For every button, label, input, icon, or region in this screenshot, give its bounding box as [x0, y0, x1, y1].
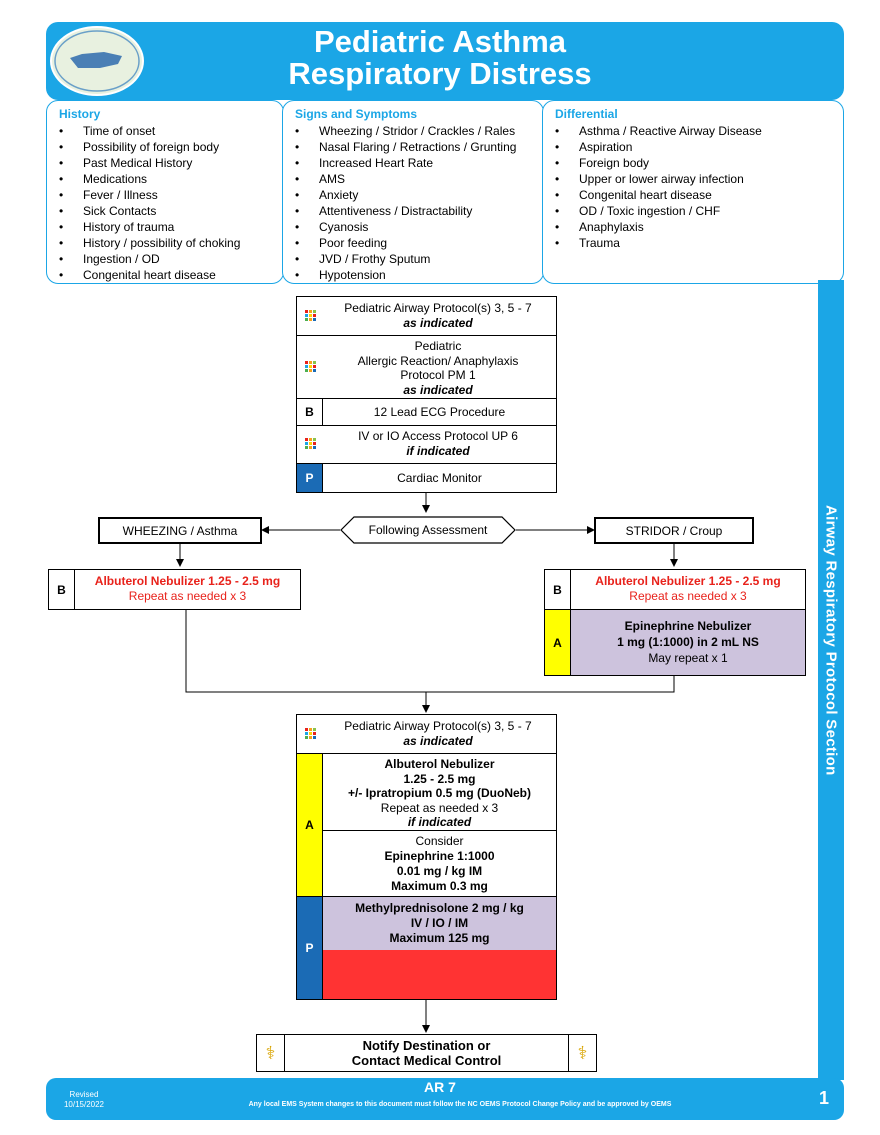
differential-item: Asthma / Reactive Airway Disease	[555, 123, 843, 139]
level-b-badge: B	[545, 570, 571, 609]
signs-item: Nasal Flaring / Retractions / Grunting	[295, 139, 543, 155]
footer-bar	[46, 1078, 844, 1120]
history-item: Ingestion / OD	[59, 251, 283, 267]
airway-protocol-row[interactable]: Pediatric Airway Protocol(s) 3, 5 - 7 as…	[297, 297, 556, 336]
wheezing-albuterol-box[interactable]: B Albuterol Nebulizer 1.25 - 2.5 mg Repe…	[48, 569, 301, 610]
wheezing-branch[interactable]: WHEEZING / Asthma	[98, 517, 262, 544]
ecg-procedure-row[interactable]: B 12 Lead ECG Procedure	[297, 399, 556, 426]
airway-protocol-row[interactable]: Pediatric Airway Protocol(s) 3, 5 - 7 as…	[297, 715, 556, 754]
assessment-label: Following Assessment	[368, 523, 488, 537]
signs-item: Wheezing / Stridor / Crackles / Rales	[295, 123, 543, 139]
footer-notice: Any local EMS System changes to this doc…	[248, 1101, 672, 1108]
epinephrine-nebulizer-row[interactable]: A Epinephrine Nebulizer 1 mg (1:1000) in…	[545, 610, 805, 675]
header-banner	[46, 22, 844, 100]
history-item: Past Medical History	[59, 155, 283, 171]
allergic-reaction-protocol-row[interactable]: Pediatric Allergic Reaction/ Anaphylaxis…	[297, 336, 556, 399]
section-label: Airway Respiratory Protocol Section	[822, 504, 840, 776]
differential-item: Congenital heart disease	[555, 187, 843, 203]
differential-item: OD / Toxic ingestion / CHF	[555, 203, 843, 219]
methylprednisolone-row[interactable]: Methylprednisolone 2 mg / kg IV / IO / I…	[323, 897, 556, 950]
differential-item: Anaphylaxis	[555, 219, 843, 235]
differential-item: Aspiration	[555, 139, 843, 155]
level-p-badge: P	[297, 464, 323, 492]
signs-list: Wheezing / Stridor / Crackles / RalesNas…	[283, 123, 543, 283]
differential-list: Asthma / Reactive Airway DiseaseAspirati…	[543, 123, 843, 251]
protocol-reference-icon	[305, 361, 317, 373]
assessment-decision	[340, 516, 516, 544]
page-number: 1	[818, 1088, 829, 1108]
differential-item: Foreign body	[555, 155, 843, 171]
protocol-code: AR 7	[424, 1079, 456, 1095]
stridor-treatment-box: B Albuterol Nebulizer 1.25 - 2.5 mg Repe…	[544, 569, 806, 676]
differential-item: Upper or lower airway infection	[555, 171, 843, 187]
signs-item: Hypotension	[295, 267, 543, 283]
differential-panel: Differential Asthma / Reactive Airway Di…	[542, 100, 844, 284]
history-item: Congenital heart disease	[59, 267, 283, 283]
history-panel: History Time of onsetPossibility of fore…	[46, 100, 284, 284]
protocol-reference-icon	[305, 728, 317, 740]
caduceus-icon: ⚕	[568, 1035, 596, 1071]
cardiac-monitor-row: P Cardiac Monitor	[297, 464, 556, 492]
escalation-box: Pediatric Airway Protocol(s) 3, 5 - 7 as…	[296, 714, 557, 1000]
nc-oems-seal-logo	[50, 26, 144, 96]
page-title: Pediatric Asthma Respiratory Distress	[288, 24, 592, 91]
signs-item: AMS	[295, 171, 543, 187]
level-p-badge: P	[297, 897, 323, 999]
signs-item: Increased Heart Rate	[295, 155, 543, 171]
notify-destination-box[interactable]: ⚕ Notify Destination or Contact Medical …	[256, 1034, 597, 1072]
history-item: Possibility of foreign body	[59, 139, 283, 155]
signs-item: JVD / Frothy Sputum	[295, 251, 543, 267]
revision-info: Revised 10/15/2022	[63, 1090, 105, 1109]
protocol-reference-icon	[305, 310, 317, 322]
stridor-branch[interactable]: STRIDOR / Croup	[594, 517, 754, 544]
initial-care-box: Pediatric Airway Protocol(s) 3, 5 - 7 as…	[296, 296, 557, 493]
signs-item: Poor feeding	[295, 235, 543, 251]
signs-panel: Signs and Symptoms Wheezing / Stridor / …	[282, 100, 544, 284]
history-heading: History	[59, 107, 101, 121]
red-fill-row	[323, 950, 556, 999]
duoneb-row[interactable]: Albuterol Nebulizer 1.25 - 2.5 mg +/- Ip…	[323, 754, 556, 831]
differential-item: Trauma	[555, 235, 843, 251]
history-item: Time of onset	[59, 123, 283, 139]
history-list: Time of onsetPossibility of foreign body…	[47, 123, 283, 283]
protocol-reference-icon	[305, 438, 317, 450]
level-b-badge: B	[49, 570, 75, 609]
history-item: Medications	[59, 171, 283, 187]
differential-heading: Differential	[555, 107, 618, 121]
level-b-badge: B	[297, 399, 323, 425]
level-a-badge: A	[297, 754, 323, 897]
iv-access-row[interactable]: IV or IO Access Protocol UP 6 if indicat…	[297, 426, 556, 464]
history-item: Fever / Illness	[59, 187, 283, 203]
history-item: History of trauma	[59, 219, 283, 235]
signs-item: Anxiety	[295, 187, 543, 203]
caduceus-icon: ⚕	[257, 1035, 285, 1071]
epinephrine-im-row[interactable]: Consider Epinephrine 1:1000 0.01 mg / kg…	[323, 831, 556, 897]
signs-item: Attentiveness / Distractability	[295, 203, 543, 219]
section-sidebar	[818, 280, 844, 1080]
signs-heading: Signs and Symptoms	[295, 107, 418, 121]
stridor-albuterol-row[interactable]: B Albuterol Nebulizer 1.25 - 2.5 mg Repe…	[545, 570, 805, 610]
history-item: History / possibility of choking	[59, 235, 283, 251]
history-item: Sick Contacts	[59, 203, 283, 219]
signs-item: Cyanosis	[295, 219, 543, 235]
level-a-badge: A	[545, 610, 571, 675]
